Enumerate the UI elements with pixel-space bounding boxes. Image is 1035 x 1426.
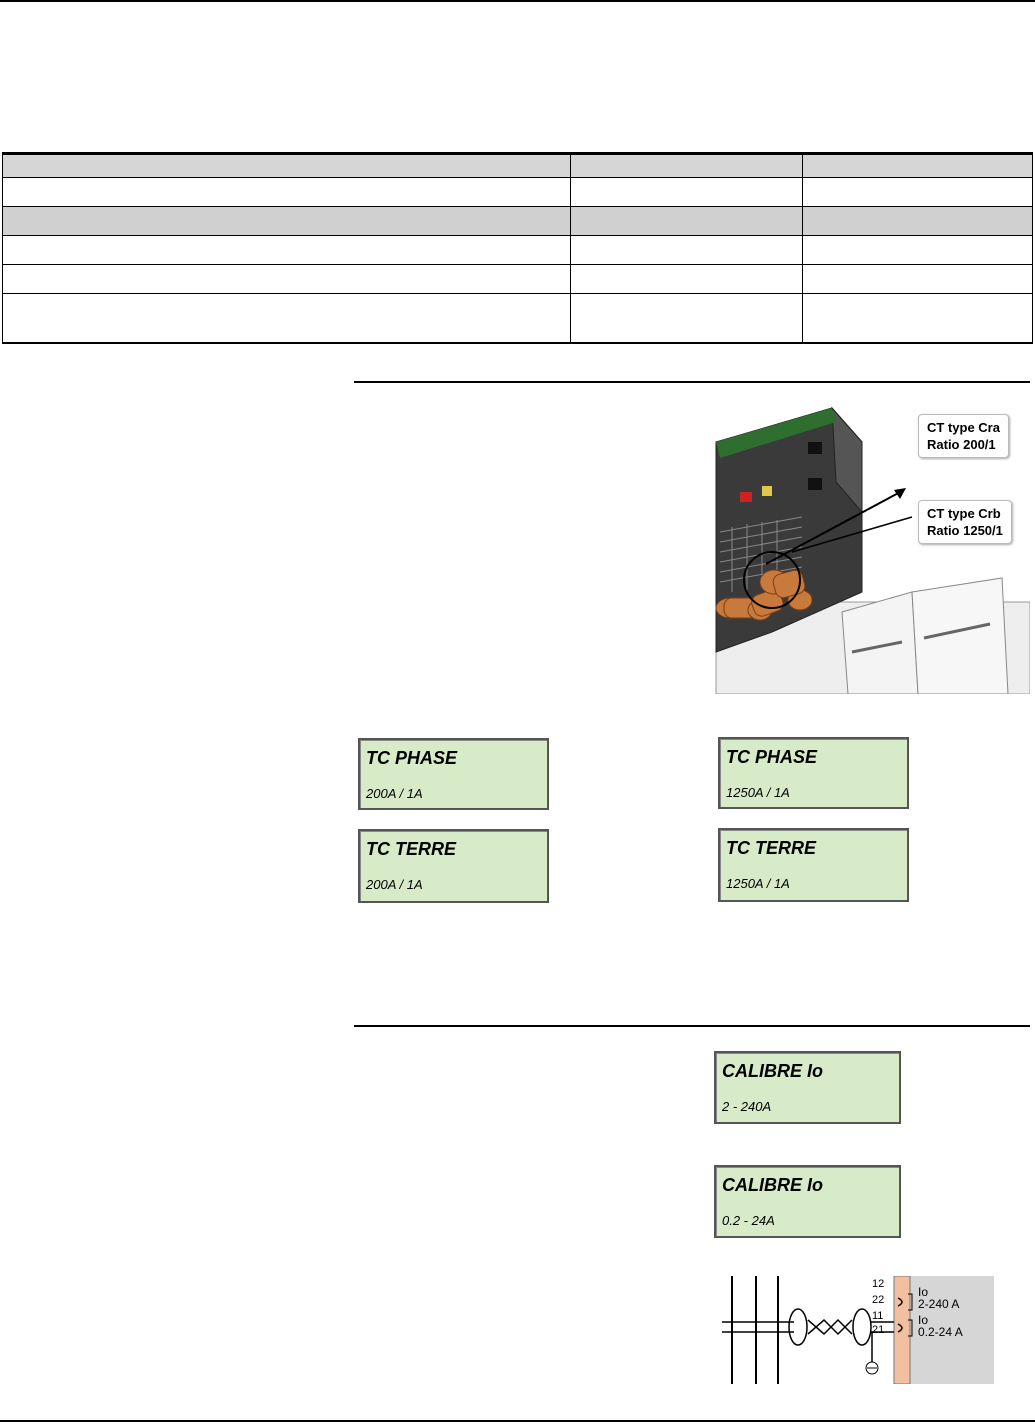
lcd-tc-terre-200: TC TERRE 200A / 1A: [358, 829, 549, 903]
io-label-1: Io 2-240 A: [918, 1286, 959, 1310]
terminal-12: 12: [872, 1278, 885, 1290]
section-rule-2: [354, 1025, 1030, 1027]
table-row: [2, 177, 1033, 207]
lcd-value: 0.2 - 24A: [722, 1213, 775, 1228]
lcd-calibre-io-2: CALIBRE Io 0.2 - 24A: [714, 1165, 901, 1238]
lcd-calibre-io-1: CALIBRE Io 2 - 240A: [714, 1051, 901, 1124]
switchgear-photo: CT type Cra Ratio 200/1 CT type Crb Rati…: [712, 402, 1031, 695]
lcd-value: 200A / 1A: [366, 786, 423, 801]
callout-ct-cra: CT type Cra Ratio 200/1: [918, 414, 1009, 458]
io-label-2-line2: 0.2-24 A: [918, 1325, 963, 1339]
lcd-value: 1250A / 1A: [726, 785, 790, 800]
lcd-title: CALIBRE Io: [722, 1061, 823, 1081]
io-label-1-line2: 2-240 A: [918, 1297, 960, 1311]
bottom-rule: [0, 1420, 1035, 1422]
terminal-21: 21: [872, 1324, 885, 1336]
lcd-title: TC PHASE: [366, 748, 458, 768]
lcd-title: TC PHASE: [726, 747, 818, 767]
lcd-tc-phase-200: TC PHASE 200A / 1A: [358, 738, 549, 810]
wiring-diagram: 12 22 11 21 Io 2-240 A Io 0.2-24 A: [722, 1276, 994, 1384]
callout-ct-crb: CT type Crb Ratio 1250/1: [918, 500, 1012, 544]
lcd-value: 1250A / 1A: [726, 876, 790, 891]
callout-cra-line2: Ratio 200/1: [927, 437, 996, 452]
io-label-2: Io 0.2-24 A: [918, 1314, 963, 1338]
table-row: [2, 235, 1033, 265]
lcd-title: TC TERRE: [366, 839, 456, 859]
table-row: [2, 206, 1033, 236]
io-label-2-line1: Io: [918, 1313, 929, 1327]
lcd-title: CALIBRE Io: [722, 1175, 823, 1195]
callout-crb-line2: Ratio 1250/1: [927, 523, 1003, 538]
terminal-11: 11: [872, 1310, 884, 1322]
lcd-value: 200A / 1A: [366, 877, 423, 892]
callout-cra-line1: CT type Cra: [927, 420, 1000, 435]
terminal-22: 22: [872, 1294, 885, 1306]
top-rule: [0, 0, 1035, 2]
callout-crb-line1: CT type Crb: [927, 506, 1001, 521]
table-row: [2, 293, 1033, 344]
table-header-row: [2, 152, 1033, 178]
table-row: [2, 264, 1033, 294]
lcd-value: 2 - 240A: [722, 1099, 772, 1114]
spec-table: [2, 152, 1033, 344]
io-label-1-line1: Io: [918, 1285, 929, 1299]
lcd-title: TC TERRE: [726, 838, 816, 858]
lcd-tc-terre-1250: TC TERRE 1250A / 1A: [718, 828, 909, 902]
section-rule-1: [354, 381, 1030, 383]
lcd-tc-phase-1250: TC PHASE 1250A / 1A: [718, 737, 909, 809]
